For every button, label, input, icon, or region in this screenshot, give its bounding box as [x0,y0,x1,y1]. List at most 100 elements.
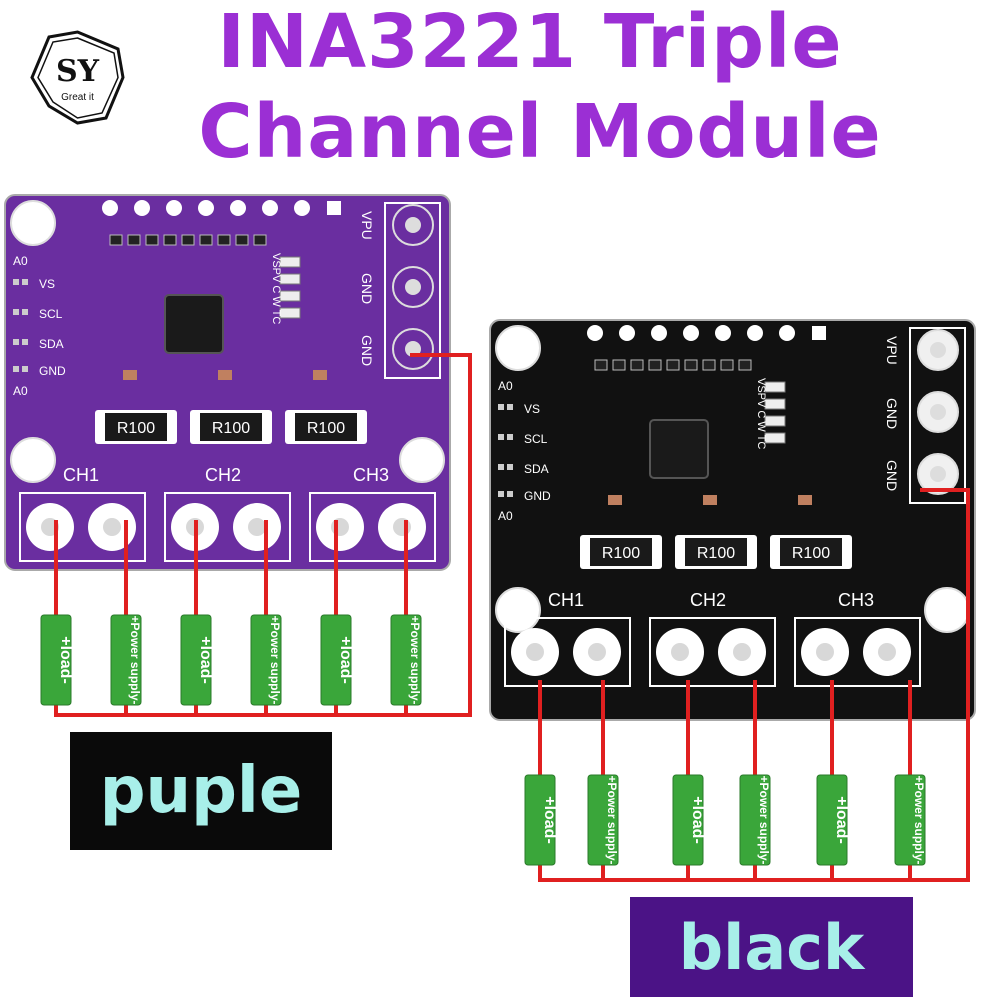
black-terminal-hole [878,643,896,661]
purple-smd-resistor [163,234,177,246]
black-side-pin-label: SDA [524,462,549,476]
purple-mount-hole [399,437,445,483]
purple-right-pin-frame [384,202,441,379]
black-side-pin-label: SCL [524,432,548,446]
purple-header-pad [294,200,310,216]
black-pcb [489,319,976,721]
black-smd-resistor [612,359,626,371]
black-smd-resistor [720,359,734,371]
black-led-labels: VSPV C W TC [755,378,767,449]
black-side-pin-label: VS [524,402,540,416]
black-header-pad [812,326,826,340]
black-header-pad [587,325,603,341]
black-power-supply-body [587,774,619,866]
purple-solder-jumper [22,339,28,345]
purple-load-body [180,614,212,706]
purple-header-pad [102,200,118,216]
purple-right-pin-hole [405,217,421,233]
black-terminal-hole [816,643,834,661]
black-terminal-hole [733,643,751,661]
purple-terminal-frame [164,492,291,562]
black-shunt-top [685,538,747,566]
purple-power-supply-body [250,614,282,706]
black-load-label: +load- [689,796,706,844]
purple-terminal-hole [331,518,349,536]
purple-load-label: +load- [197,636,214,684]
purple-side-pin-label: GND [39,364,66,378]
purple-header-pad [262,200,278,216]
black-solder-jumper [498,404,504,410]
black-shunt-label: R100 [792,545,830,562]
purple-smd-cap [218,370,232,380]
black-smd-resistor [648,359,662,371]
black-mount-hole [495,325,541,371]
black-terminal-hole [588,643,606,661]
variant-label-black: black [630,897,913,997]
purple-channel-label: CH2 [205,465,241,485]
black-solder-jumper [507,434,513,440]
black-channel-label: CH3 [838,590,874,610]
brand-logo: SY Great it [30,30,125,125]
black-smd-cap [608,495,622,505]
black-header-pad [747,325,763,341]
black-status-led [764,415,786,427]
black-terminal-frame [649,617,776,687]
purple-smd-resistor [199,234,213,246]
purple-shunt-label: R100 [117,420,155,437]
purple-load-body [320,614,352,706]
black-status-led [764,381,786,393]
black-header-pad [683,325,699,341]
purple-status-led [279,290,301,302]
black-terminal-hole [671,643,689,661]
purple-mount-hole [10,437,56,483]
black-load-body [816,774,848,866]
black-smd-resistor [738,359,752,371]
purple-solder-jumper [22,309,28,315]
black-right-pin-label: VPU [884,336,900,365]
black-power-supply-label: +Power supply- [912,775,926,864]
purple-right-pin-hole [405,279,421,295]
black-terminal-frame [504,617,631,687]
purple-side-pin-label: A0 [13,384,28,398]
purple-power-supply-body [390,614,422,706]
black-power-supply-body [894,774,926,866]
purple-load-label: +load- [337,636,354,684]
black-solder-jumper [507,404,513,410]
variant-label-purple: puple [70,732,332,850]
purple-side-pin-label: VS [39,277,55,291]
black-header-pad [619,325,635,341]
purple-solder-jumper [22,366,28,372]
purple-status-led [279,307,301,319]
purple-smd-cap [123,370,137,380]
purple-mount-hole [10,200,56,246]
purple-smd-cap [313,370,327,380]
purple-side-pin-label: SCL [39,307,63,321]
black-right-pin-frame [909,327,966,504]
black-smd-cap [798,495,812,505]
purple-header-pad [166,200,182,216]
black-right-pin-label: GND [884,460,900,491]
black-shunt-top [780,538,842,566]
purple-power-supply-label: +Power supply- [128,615,142,704]
black-terminal-frame [794,617,921,687]
black-status-led [764,432,786,444]
purple-status-led [279,273,301,285]
purple-terminal-frame [309,492,436,562]
black-right-pin-hole [930,342,946,358]
black-side-pin-label: A0 [498,509,513,523]
purple-side-pin-label: A0 [13,254,28,268]
purple-solder-jumper [22,279,28,285]
black-ina3221-chip [649,419,709,479]
purple-channel-label: CH3 [353,465,389,485]
purple-terminal-hole [248,518,266,536]
black-header-pad [651,325,667,341]
purple-led-labels: VSPV C W TC [270,253,282,324]
purple-side-pin-label: SDA [39,337,64,351]
black-header-pad [715,325,731,341]
purple-smd-resistor [127,234,141,246]
black-power-supply-body [739,774,771,866]
purple-right-pin-label: GND [359,273,375,304]
purple-pcb [4,194,451,571]
black-side-pin-label: GND [524,489,551,503]
